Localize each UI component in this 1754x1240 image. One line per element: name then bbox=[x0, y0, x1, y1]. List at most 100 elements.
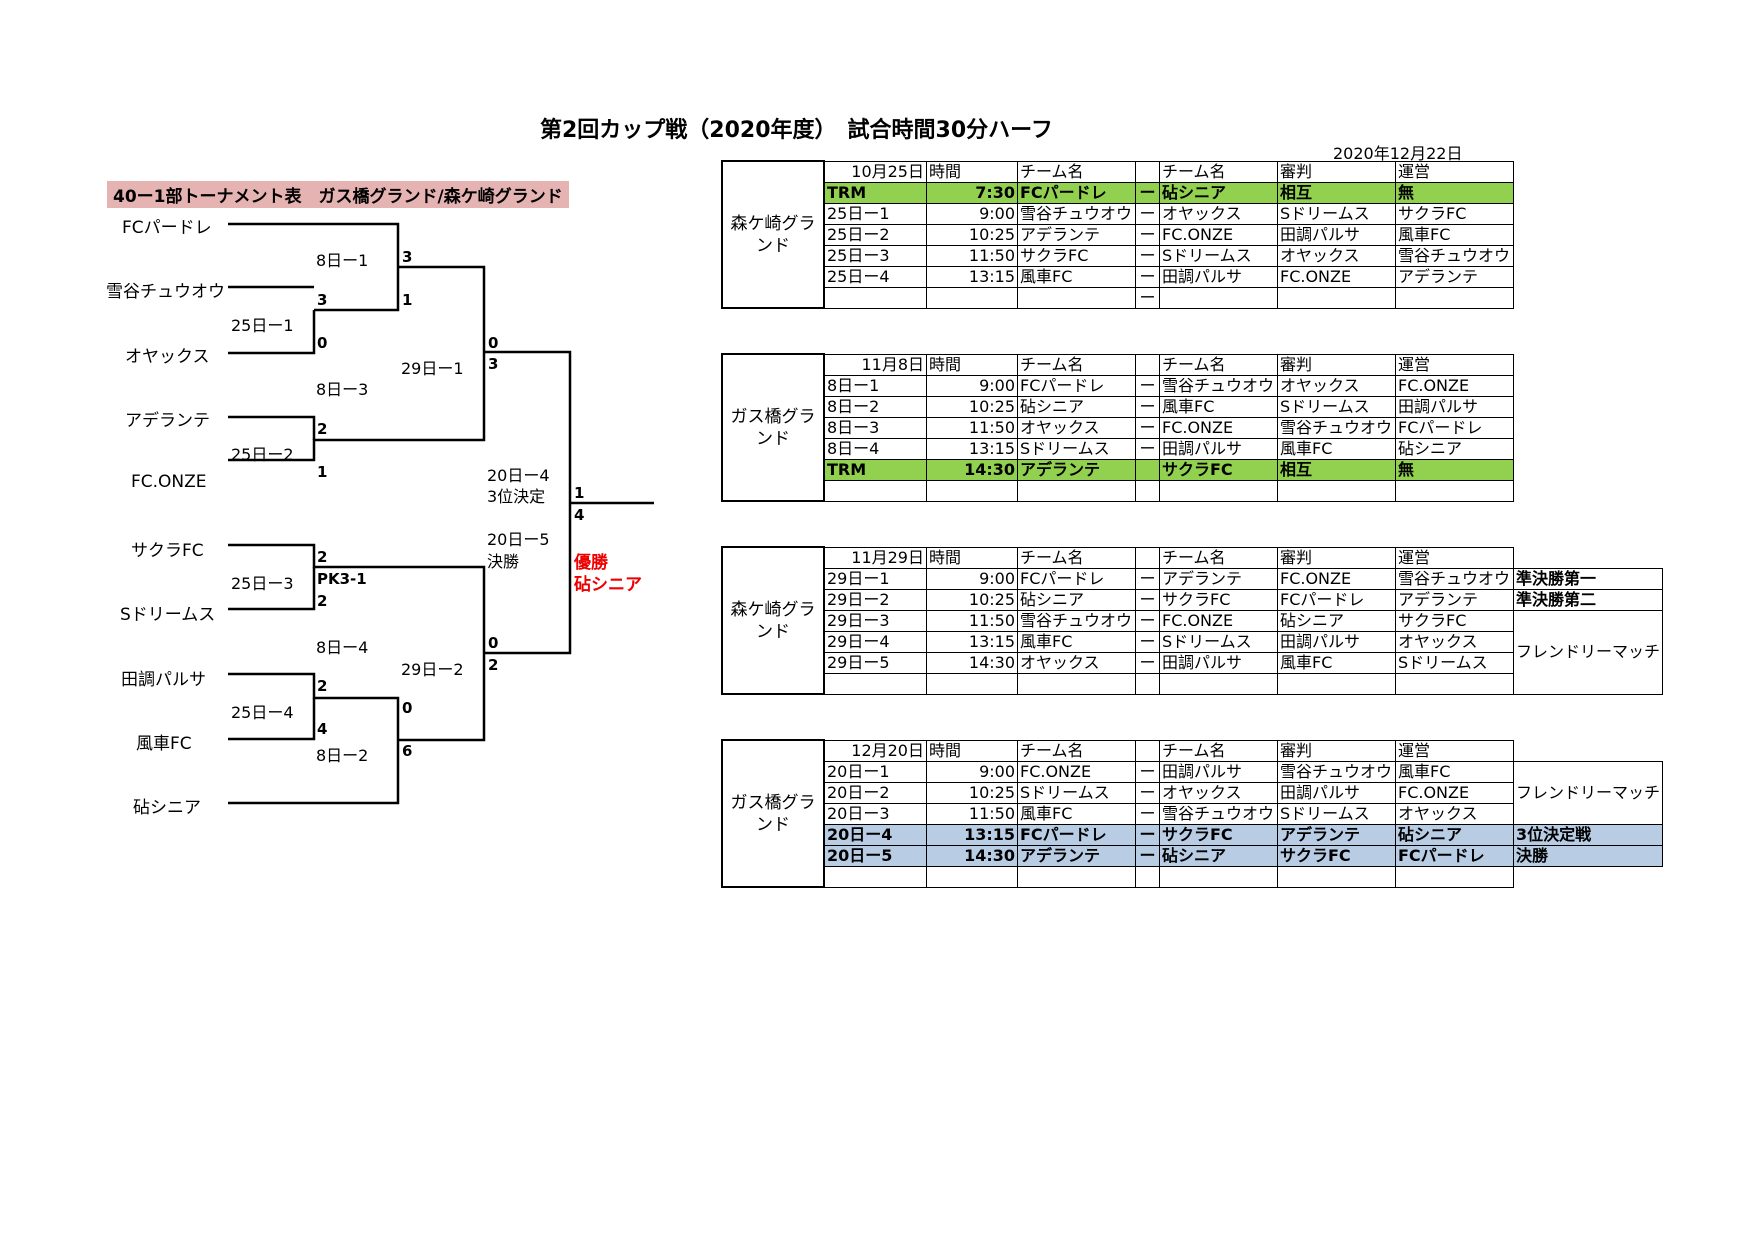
champion-team: 砧シニア bbox=[574, 575, 642, 595]
match-no: 8日ー4 bbox=[823, 437, 927, 460]
match-time: 7:30 bbox=[926, 181, 1018, 204]
header-dash bbox=[1135, 546, 1160, 569]
match-label: 20日ー4 bbox=[487, 466, 550, 485]
operations: アデランテ bbox=[1395, 265, 1514, 288]
match-time: 14:30 bbox=[926, 458, 1018, 481]
match-time: 13:15 bbox=[926, 437, 1018, 460]
header-time: 時間 bbox=[926, 160, 1018, 183]
referee: アデランテ bbox=[1277, 823, 1396, 846]
team1: 砧シニア bbox=[1017, 588, 1136, 611]
referee bbox=[1277, 672, 1396, 695]
venue-cell: 森ケ崎グランド bbox=[721, 160, 825, 309]
team2: 雪谷チュウオウ bbox=[1159, 374, 1278, 397]
match-no bbox=[823, 865, 927, 888]
champion-label: 優勝 bbox=[574, 553, 608, 573]
operations: FCパードレ bbox=[1395, 416, 1514, 439]
table-row: ー bbox=[722, 286, 1514, 309]
header-operations: 運営 bbox=[1395, 546, 1514, 569]
page-title: 第2回カップ戦（2020年度） 試合時間30分ハーフ bbox=[540, 118, 1053, 143]
match-label: 8日ー4 bbox=[316, 638, 369, 657]
team2: オヤックス bbox=[1159, 202, 1278, 225]
score: 1 bbox=[402, 291, 413, 309]
document-date: 2020年12月22日 bbox=[1333, 144, 1463, 163]
referee: 雪谷チュウオウ bbox=[1277, 416, 1396, 439]
referee: FC.ONZE bbox=[1277, 567, 1396, 590]
match-no: 20日ー4 bbox=[823, 823, 927, 846]
match-no: 20日ー2 bbox=[823, 781, 927, 804]
team-fc-padre: FCパードレ bbox=[122, 218, 212, 238]
referee bbox=[1277, 865, 1396, 888]
team2: 田調パルサ bbox=[1159, 265, 1278, 288]
operations: 無 bbox=[1395, 181, 1514, 204]
vs-dash: ー bbox=[1135, 181, 1160, 204]
note-final: 決勝 bbox=[1512, 844, 1664, 867]
score: 0 bbox=[488, 334, 499, 352]
team1: アデランテ bbox=[1017, 844, 1136, 867]
vs-dash: ー bbox=[1135, 265, 1160, 288]
team1: FCパードレ bbox=[1017, 567, 1136, 590]
match-no: 29日ー1 bbox=[823, 567, 927, 590]
table-row bbox=[722, 865, 1663, 888]
vs-dash: ー bbox=[1135, 802, 1160, 825]
header-time: 時間 bbox=[926, 353, 1018, 376]
team2 bbox=[1159, 479, 1278, 502]
header-referee: 審判 bbox=[1277, 739, 1396, 762]
team1: 風車FC bbox=[1017, 630, 1136, 653]
match-time: 9:00 bbox=[926, 374, 1018, 397]
match-time: 11:50 bbox=[926, 244, 1018, 267]
match-label: 25日ー1 bbox=[231, 316, 294, 335]
team2: サクラFC bbox=[1159, 823, 1278, 846]
team2 bbox=[1159, 865, 1278, 888]
team1: FCパードレ bbox=[1017, 374, 1136, 397]
header-referee: 審判 bbox=[1277, 546, 1396, 569]
team1: サクラFC bbox=[1017, 244, 1136, 267]
team-sakura: サクラFC bbox=[131, 541, 204, 561]
vs-dash: ー bbox=[1135, 844, 1160, 867]
operations: 砧シニア bbox=[1395, 823, 1514, 846]
match-no: 25日ー2 bbox=[823, 223, 927, 246]
note-third-place: 3位決定戦 bbox=[1512, 823, 1664, 846]
operations bbox=[1395, 479, 1514, 502]
match-label: 3位決定 bbox=[487, 487, 546, 506]
match-no: TRM bbox=[823, 458, 927, 481]
team1: アデランテ bbox=[1017, 458, 1136, 481]
referee: オヤックス bbox=[1277, 244, 1396, 267]
operations: FC.ONZE bbox=[1395, 781, 1514, 804]
score: 3 bbox=[488, 355, 499, 373]
note-semifinal-1: 準決勝第一 bbox=[1512, 567, 1664, 590]
match-time: 14:30 bbox=[926, 844, 1018, 867]
referee: サクラFC bbox=[1277, 844, 1396, 867]
vs-dash: ー bbox=[1135, 609, 1160, 632]
header-referee: 審判 bbox=[1277, 160, 1396, 183]
header-time: 時間 bbox=[926, 546, 1018, 569]
referee: 砧シニア bbox=[1277, 609, 1396, 632]
referee: 田調パルサ bbox=[1277, 630, 1396, 653]
match-no: 20日ー3 bbox=[823, 802, 927, 825]
match-time bbox=[926, 286, 1018, 309]
header-dash bbox=[1135, 160, 1160, 183]
referee: 風車FC bbox=[1277, 651, 1396, 674]
team1: 雪谷チュウオウ bbox=[1017, 609, 1136, 632]
team2: サクラFC bbox=[1159, 588, 1278, 611]
match-time bbox=[926, 479, 1018, 502]
score: 6 bbox=[402, 742, 413, 760]
referee bbox=[1277, 286, 1396, 309]
referee bbox=[1277, 479, 1396, 502]
tournament-title: 40ー1部トーナメント表 ガス橋グランド/森ケ崎グランド bbox=[107, 181, 569, 208]
note-friendly-match: フレンドリーマッチ bbox=[1512, 609, 1664, 695]
match-no: 8日ー2 bbox=[823, 395, 927, 418]
team1: 雪谷チュウオウ bbox=[1017, 202, 1136, 225]
match-time: 13:15 bbox=[926, 823, 1018, 846]
match-label: 8日ー1 bbox=[316, 251, 369, 270]
note-blank bbox=[1514, 740, 1663, 761]
vs-dash: ー bbox=[1135, 437, 1160, 460]
score: 3 bbox=[317, 291, 328, 309]
team-oyax: オヤックス bbox=[125, 347, 210, 367]
